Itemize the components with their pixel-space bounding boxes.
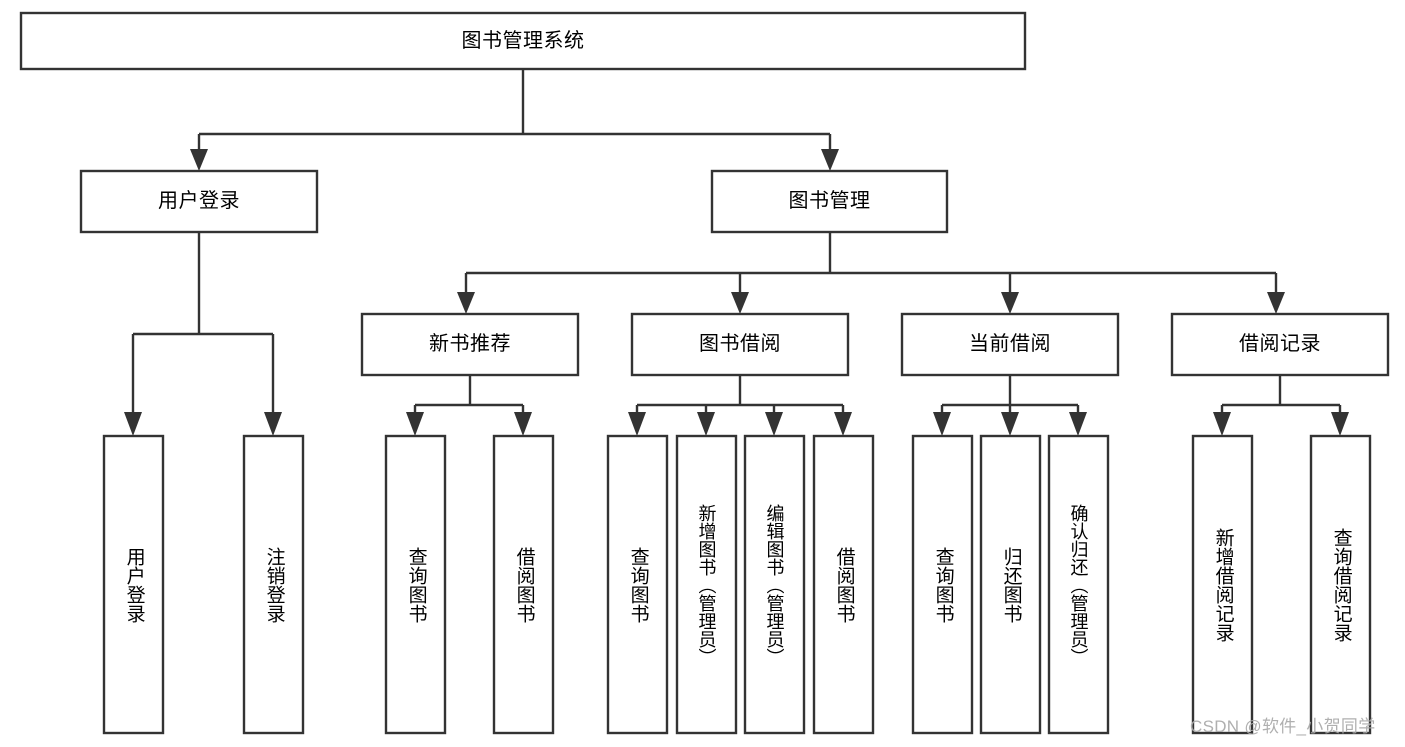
node-box-leaf-query-book-1[interactable]	[384, 434, 447, 735]
arrowhead-leaf-book-borrow-2	[697, 412, 715, 436]
arrowhead-leaf-book-borrow-1	[628, 412, 646, 436]
node-box-leaf-borrow-book-2[interactable]	[812, 434, 875, 735]
arrowhead-leaf-user-login-2	[264, 412, 282, 436]
node-box-leaf-add-book[interactable]	[675, 434, 738, 735]
node-box-leaf-logout[interactable]	[242, 434, 305, 735]
node-box-borrow-record[interactable]	[1170, 312, 1390, 377]
arrowhead-user-login	[190, 149, 208, 171]
node-box-leaf-user-login[interactable]	[102, 434, 165, 735]
node-box-leaf-borrow-book-1[interactable]	[492, 434, 555, 735]
arrowhead-borrow-record	[1267, 292, 1285, 314]
arrowhead-leaf-current-borrow-3	[1069, 412, 1087, 436]
node-box-leaf-query-record[interactable]	[1309, 434, 1372, 735]
arrowhead-leaf-current-borrow-2	[1001, 412, 1019, 436]
arrowhead-leaf-current-borrow-1	[933, 412, 951, 436]
arrowhead-leaf-user-login-1	[124, 412, 142, 436]
node-box-leaf-query-book-3[interactable]	[911, 434, 974, 735]
node-box-leaf-add-record[interactable]	[1191, 434, 1254, 735]
node-box-book-management[interactable]	[710, 169, 949, 234]
node-box-book-borrow[interactable]	[630, 312, 850, 377]
watermark-text: CSDN @软件_小贺同学	[1190, 717, 1376, 736]
arrowhead-leaf-borrow-record-2	[1331, 412, 1349, 436]
arrowhead-leaf-book-borrow-3	[765, 412, 783, 436]
node-box-current-borrow[interactable]	[900, 312, 1120, 377]
node-box-new-book-recommend[interactable]	[360, 312, 580, 377]
arrowhead-current-borrow	[1001, 292, 1019, 314]
arrowhead-book-borrow	[731, 292, 749, 314]
node-box-leaf-return-book[interactable]	[979, 434, 1042, 735]
arrowhead-leaf-new-book-1	[406, 412, 424, 436]
arrowhead-leaf-new-book-2	[514, 412, 532, 436]
arrowhead-leaf-borrow-record-1	[1213, 412, 1231, 436]
node-box-leaf-query-book-2[interactable]	[606, 434, 669, 735]
arrowhead-new-book-recommend	[457, 292, 475, 314]
arrowhead-book-mgmt	[821, 149, 839, 171]
node-box-root[interactable]	[19, 11, 1027, 71]
arrowhead-leaf-book-borrow-4	[834, 412, 852, 436]
node-box-user-login[interactable]	[79, 169, 319, 234]
node-box-leaf-edit-book[interactable]	[743, 434, 806, 735]
node-box-leaf-confirm-return[interactable]	[1047, 434, 1110, 735]
